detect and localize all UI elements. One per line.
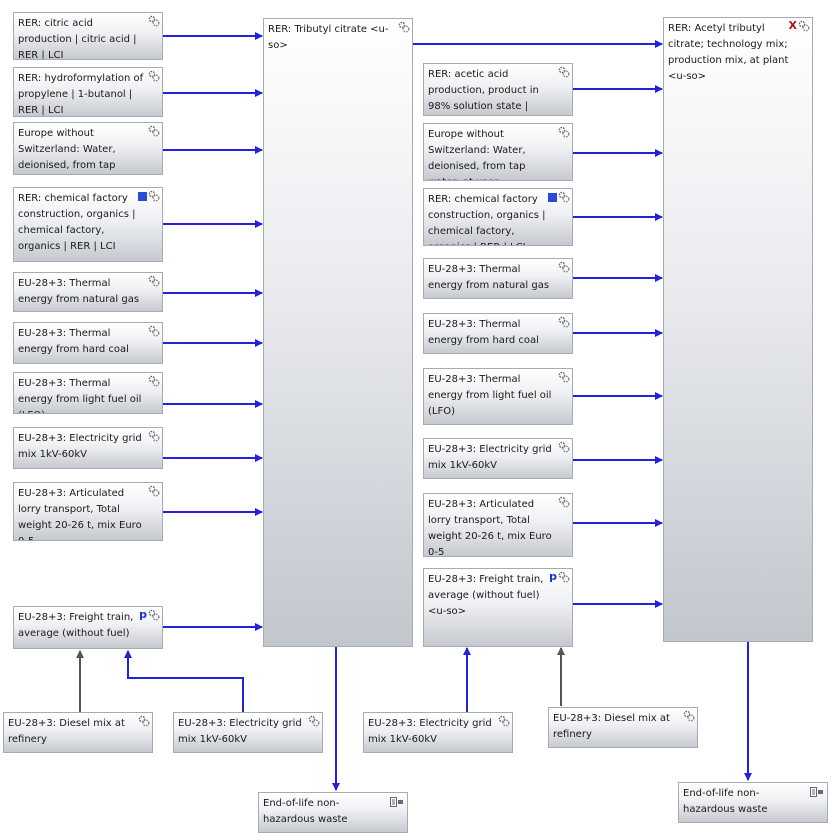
process-label: EU-28+3: Articulated lorry transport, To… <box>18 488 142 540</box>
process-icons: X <box>789 20 810 32</box>
gear-icon[interactable] <box>398 21 410 33</box>
gear-icon[interactable] <box>148 430 160 442</box>
gear-icon[interactable] <box>558 126 570 138</box>
gear-icon[interactable] <box>558 496 570 508</box>
process-diesel-mix[interactable]: EU-28+3: Diesel mix at refinery <box>3 712 153 753</box>
process-thermal-natural-gas[interactable]: EU-28+3: Thermal energy from natural gas <box>13 272 163 312</box>
gear-icon[interactable] <box>148 190 160 202</box>
process-icons <box>548 191 570 203</box>
process-label: EU-28+3: Thermal energy from natural gas <box>18 278 140 305</box>
process-thermal-natural-gas-2[interactable]: EU-28+3: Thermal energy from natural gas <box>423 258 573 299</box>
process-lorry-transport[interactable]: EU-28+3: Articulated lorry transport, To… <box>13 482 163 541</box>
process-label: Europe without Switzerland: Water, deion… <box>18 128 116 171</box>
process-label: RER: citric acid production | citric aci… <box>18 18 137 60</box>
end-of-life-icon <box>390 797 403 807</box>
gear-icon[interactable] <box>138 715 150 727</box>
gear-icon[interactable] <box>148 275 160 287</box>
gear-icon[interactable] <box>148 325 160 337</box>
gear-icon[interactable] <box>148 125 160 137</box>
parameter-marker: p <box>549 570 557 583</box>
process-eol-waste-2[interactable]: End-of-life non-hazardous waste <box>678 782 828 823</box>
process-label: RER: Acetyl tributyl citrate; technology… <box>668 23 789 82</box>
process-thermal-lfo-2[interactable]: EU-28+3: Thermal energy from light fuel … <box>423 368 573 425</box>
process-label: RER: chemical factory construction, orga… <box>428 194 546 245</box>
gear-icon[interactable] <box>148 375 160 387</box>
process-electricity-grid-train-2[interactable]: EU-28+3: Electricity grid mix 1kV-60kV <box>363 712 513 753</box>
process-label: EU-28+3: Thermal energy from natural gas <box>428 264 550 291</box>
process-label: EU-28+3: Diesel mix at refinery <box>553 713 670 740</box>
process-acetyl-tributyl-citrate[interactable]: RER: Acetyl tributyl citrate; technology… <box>663 17 813 642</box>
process-eol-waste-1[interactable]: End-of-life non-hazardous waste <box>258 792 408 833</box>
process-label: EU-28+3: Electricity grid mix 1kV-60kV <box>428 444 552 471</box>
process-label: EU-28+3: Articulated lorry transport, To… <box>428 499 552 557</box>
process-label: EU-28+3: Thermal energy from hard coal <box>428 319 539 346</box>
gear-icon[interactable] <box>558 316 570 328</box>
process-label: EU-28+3: Electricity grid mix 1kV-60kV <box>18 433 142 460</box>
process-label: RER: Tributyl citrate <u-so> <box>268 24 389 51</box>
process-label: EU-28+3: Freight train, average (without… <box>18 612 134 639</box>
process-icons <box>138 190 160 202</box>
process-label: End-of-life non-hazardous waste <box>263 798 348 825</box>
gear-icon[interactable] <box>558 66 570 78</box>
process-tributyl-citrate[interactable]: RER: Tributyl citrate <u-so> <box>263 18 413 647</box>
end-of-life-icon <box>810 787 823 797</box>
gear-icon[interactable] <box>558 441 570 453</box>
process-thermal-hard-coal[interactable]: EU-28+3: Thermal energy from hard coal <box>13 322 163 364</box>
process-label: EU-28+3: Thermal energy from light fuel … <box>18 378 142 413</box>
process-label: Europe without Switzerland: Water, deion… <box>428 129 526 180</box>
process-lorry-transport-2[interactable]: EU-28+3: Articulated lorry transport, To… <box>423 493 573 557</box>
process-freight-train-2[interactable]: EU-28+3: Freight train, average (without… <box>423 568 573 647</box>
process-label: EU-28+3: Electricity grid mix 1kV-60kV <box>178 718 302 745</box>
process-chemical-factory-2[interactable]: RER: chemical factory construction, orga… <box>423 188 573 246</box>
parameter-marker: p <box>139 608 147 621</box>
process-label: RER: chemical factory construction, orga… <box>18 193 136 252</box>
process-electricity-grid-2[interactable]: EU-28+3: Electricity grid mix 1kV-60kV <box>423 438 573 479</box>
process-electricity-grid-train[interactable]: EU-28+3: Electricity grid mix 1kV-60kV <box>173 712 323 753</box>
process-label: RER: hydroformylation of propylene | 1-b… <box>18 73 144 116</box>
gear-icon[interactable] <box>148 15 160 27</box>
process-thermal-lfo[interactable]: EU-28+3: Thermal energy from light fuel … <box>13 372 163 414</box>
process-label: EU-28+3: Thermal energy from light fuel … <box>428 374 552 417</box>
process-label: EU-28+3: Freight train, average (without… <box>428 574 544 617</box>
process-icons: p <box>549 571 570 583</box>
flag-icon <box>548 192 557 202</box>
process-label: End-of-life non-hazardous waste <box>683 788 768 815</box>
process-freight-train[interactable]: EU-28+3: Freight train, average (without… <box>13 606 163 649</box>
gear-icon[interactable] <box>558 191 570 203</box>
process-acetic-acid[interactable]: RER: acetic acid production, product in … <box>423 63 573 116</box>
gear-icon[interactable] <box>498 715 510 727</box>
process-label: EU-28+3: Diesel mix at refinery <box>8 718 125 745</box>
gear-icon[interactable] <box>308 715 320 727</box>
flag-icon <box>138 191 147 201</box>
process-label: EU-28+3: Electricity grid mix 1kV-60kV <box>368 718 492 745</box>
process-chemical-factory[interactable]: RER: chemical factory construction, orga… <box>13 187 163 262</box>
gear-icon[interactable] <box>148 485 160 497</box>
gear-icon[interactable] <box>558 261 570 273</box>
process-butanol[interactable]: RER: hydroformylation of propylene | 1-b… <box>13 67 163 117</box>
process-icons: p <box>139 609 160 621</box>
process-thermal-hard-coal-2[interactable]: EU-28+3: Thermal energy from hard coal <box>423 313 573 354</box>
process-water-deionised-2[interactable]: Europe without Switzerland: Water, deion… <box>423 123 573 181</box>
process-electricity-grid[interactable]: EU-28+3: Electricity grid mix 1kV-60kV <box>13 427 163 469</box>
gear-icon[interactable] <box>798 20 810 32</box>
gear-icon[interactable] <box>148 609 160 621</box>
process-label: EU-28+3: Thermal energy from hard coal <box>18 328 129 355</box>
gear-icon[interactable] <box>148 70 160 82</box>
process-citric-acid[interactable]: RER: citric acid production | citric aci… <box>13 12 163 60</box>
gear-icon[interactable] <box>558 571 570 583</box>
process-label: RER: acetic acid production, product in … <box>428 69 539 112</box>
reference-marker: X <box>788 19 797 32</box>
process-water-deionised[interactable]: Europe without Switzerland: Water, deion… <box>13 122 163 175</box>
gear-icon[interactable] <box>683 710 695 722</box>
flow-b12 <box>124 650 244 712</box>
gear-icon[interactable] <box>558 371 570 383</box>
process-diesel-mix-2[interactable]: EU-28+3: Diesel mix at refinery <box>548 707 698 748</box>
